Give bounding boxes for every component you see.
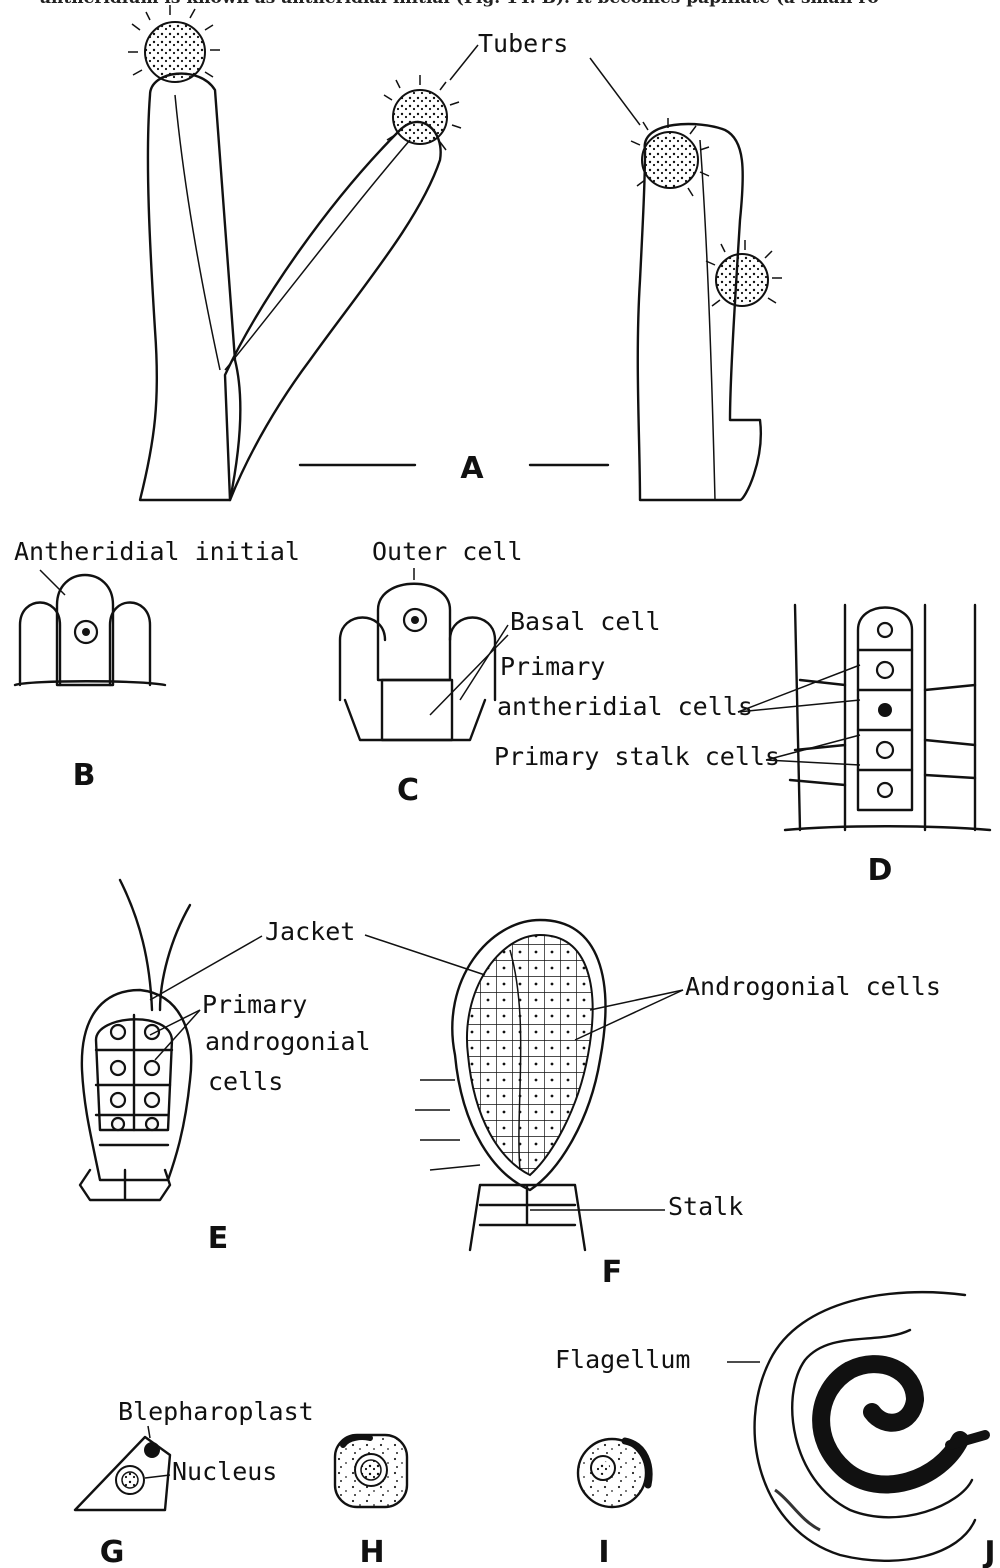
figure-e-primary-androgonial: Jacket Primary androgonial cells E <box>80 880 371 1256</box>
label-primary-antheridial-1: Primary <box>500 652 605 681</box>
label-primary-antheridial-2: antheridial cells <box>497 692 753 721</box>
figure-a-thallus: A Tubers <box>128 5 782 500</box>
leader-tubers-right <box>590 58 640 125</box>
label-primary-androgonial-3: cells <box>208 1067 283 1096</box>
panel-label-f: F <box>602 1255 623 1290</box>
label-antheridial-initial: Antheridial initial <box>14 537 300 566</box>
panel-label-e: E <box>208 1221 229 1256</box>
tuber-a4 <box>706 240 782 306</box>
label-basal-cell: Basal cell <box>510 607 661 636</box>
panel-label-i: I <box>598 1535 609 1568</box>
label-androgonial-cells: Androgonial cells <box>685 972 941 1001</box>
header-text: antheridium is known as antheridial init… <box>40 0 879 8</box>
label-jacket: Jacket <box>265 917 355 946</box>
panel-label-h: H <box>359 1535 384 1568</box>
figure-g-androcyte: Blepharoplast Nucleus G <box>75 1397 314 1568</box>
figure-b-antheridial-initial: Antheridial initial B <box>14 537 300 793</box>
figure-f-mature-antheridium: Androgonial cells Stalk F <box>365 920 941 1290</box>
label-primary-androgonial-2: androgonial <box>205 1027 371 1056</box>
leader-tubers-left <box>450 45 478 80</box>
figure-j-antherozoid: Flagellum J <box>555 1292 996 1568</box>
tuber-a2 <box>384 75 461 150</box>
label-blepharoplast: Blepharoplast <box>118 1397 314 1426</box>
label-primary-androgonial-1: Primary <box>202 990 307 1019</box>
tuber-a1 <box>128 5 220 82</box>
panel-label-b: B <box>73 758 96 793</box>
label-primary-stalk-cells: Primary stalk cells <box>494 742 780 771</box>
tuber-a3 <box>631 118 709 196</box>
panel-label-a: A <box>460 451 484 486</box>
figure-h-androcyte: H <box>335 1435 407 1568</box>
panel-label-d: D <box>868 853 893 888</box>
label-stalk: Stalk <box>668 1192 743 1221</box>
panel-label-j: J <box>982 1535 995 1568</box>
figure-d-primary-cells: Primary antheridial cells Primary stalk … <box>494 605 990 888</box>
label-tubers: Tubers <box>478 29 568 58</box>
label-outer-cell: Outer cell <box>372 537 523 566</box>
panel-label-g: G <box>100 1535 125 1568</box>
panel-label-c: C <box>397 773 419 808</box>
label-flagellum: Flagellum <box>555 1345 690 1374</box>
label-nucleus: Nucleus <box>172 1457 277 1486</box>
figure-i-androcyte: I <box>578 1439 649 1568</box>
